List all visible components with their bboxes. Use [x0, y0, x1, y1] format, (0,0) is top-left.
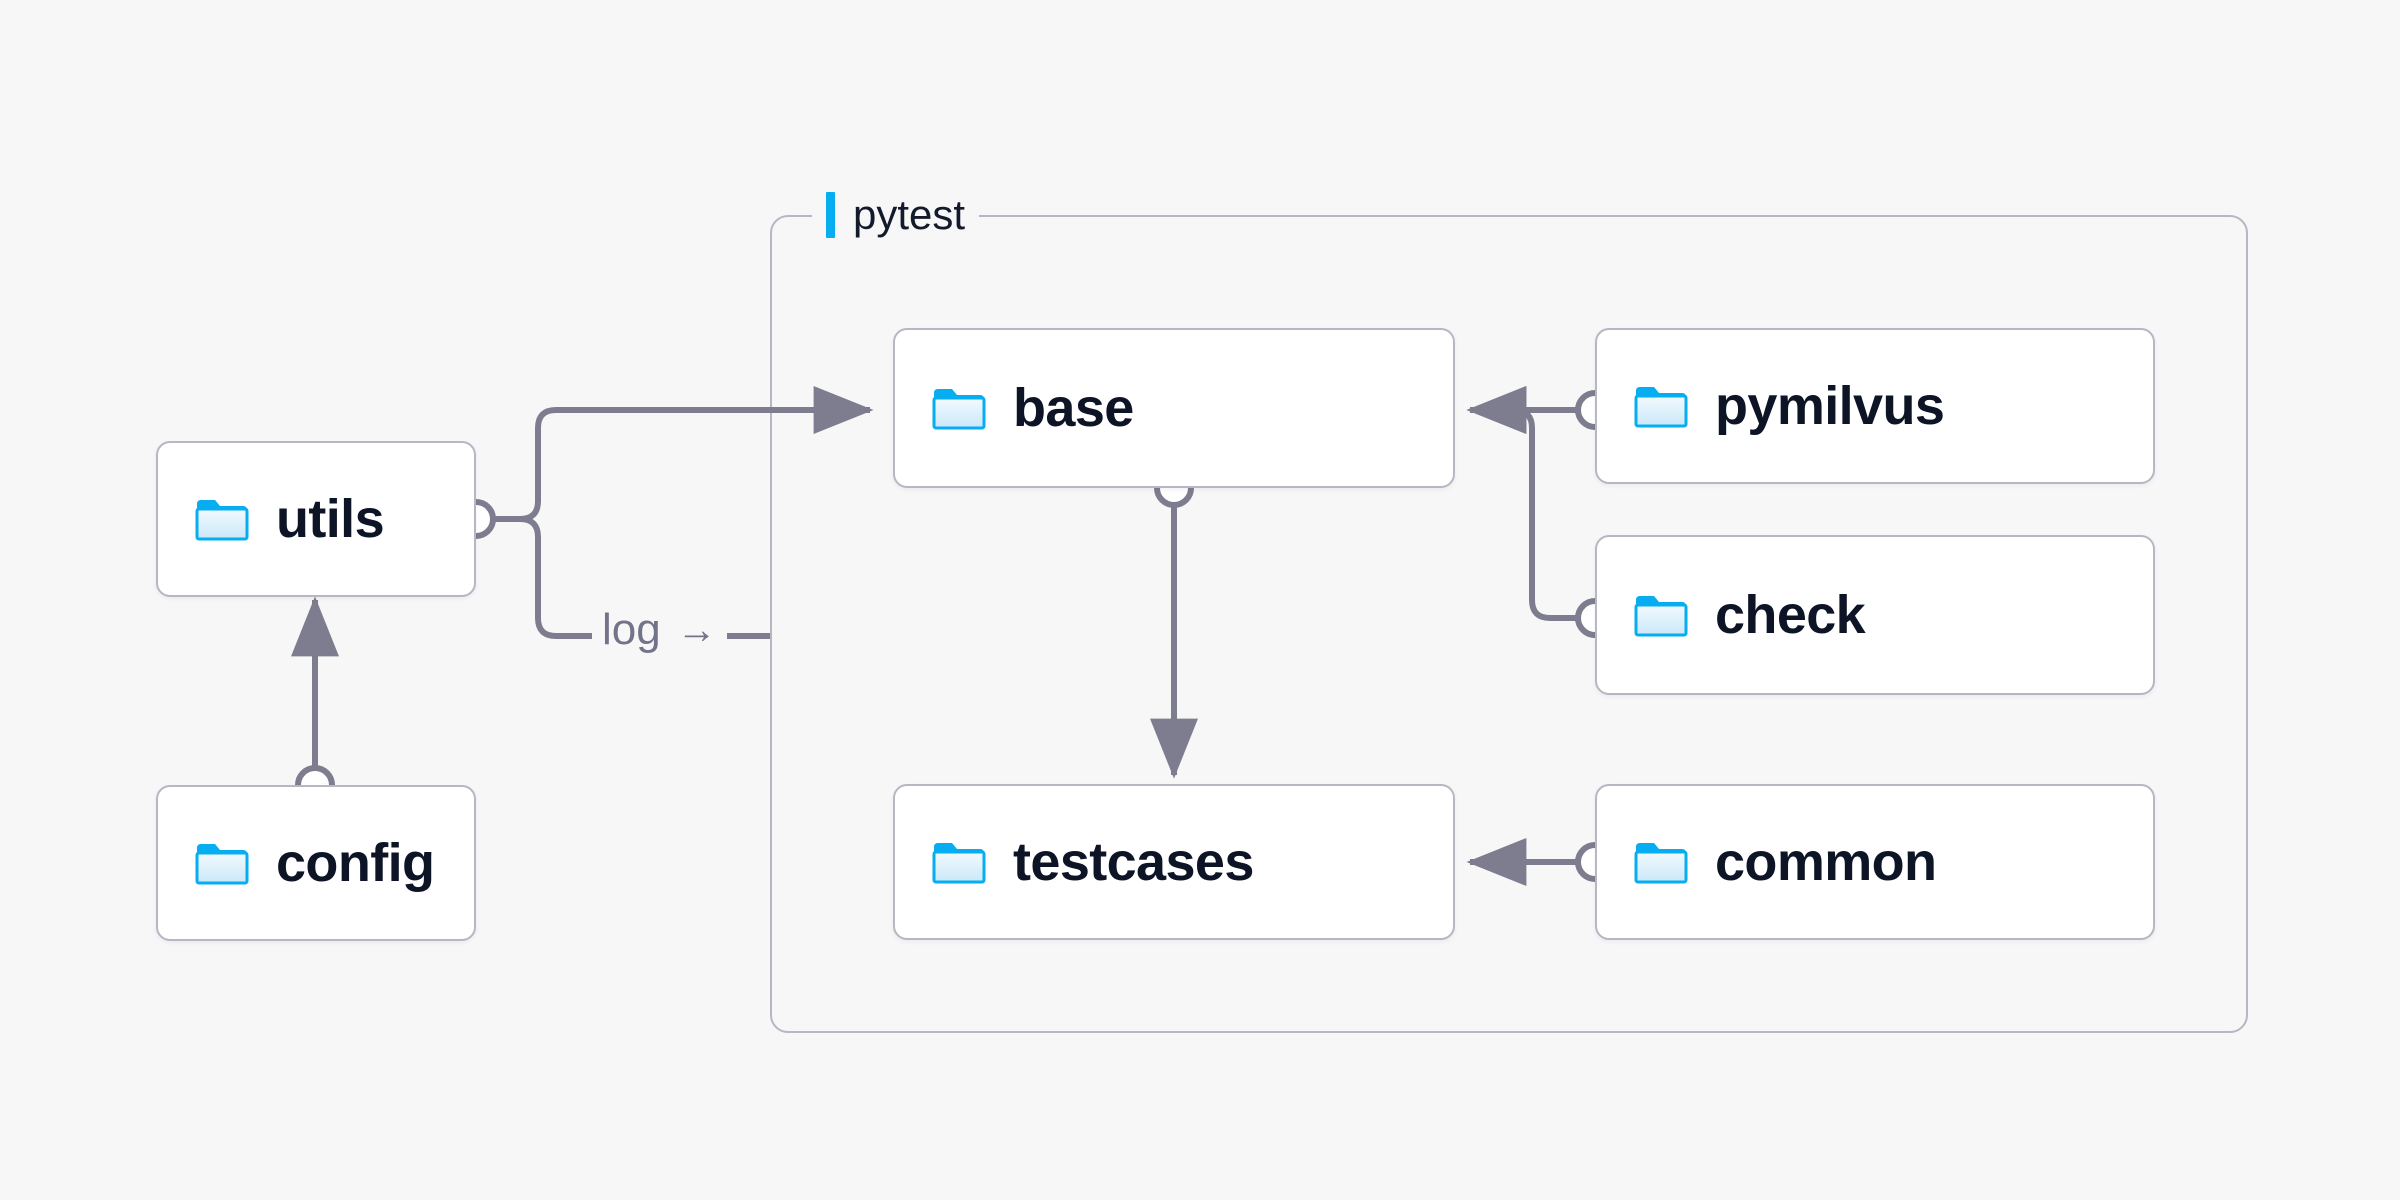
- group-pytest-label: pytest: [853, 191, 966, 238]
- node-config[interactable]: config: [156, 785, 476, 941]
- node-check[interactable]: check: [1595, 535, 2155, 695]
- edge-check-to-base: [1466, 386, 1582, 621]
- edge-config-to-utils: [291, 596, 339, 805]
- folder-icon: [195, 844, 249, 885]
- node-testcases-label: testcases: [1013, 832, 1254, 892]
- node-utils[interactable]: utils: [156, 441, 476, 597]
- node-base-label: base: [1013, 378, 1134, 438]
- group-pytest-title: pytest: [812, 186, 980, 244]
- node-check-label: check: [1715, 585, 1866, 645]
- edge-label-log-text: log: [602, 605, 661, 654]
- node-base[interactable]: base: [893, 328, 1455, 488]
- node-common-label: common: [1715, 832, 1937, 892]
- folder-icon: [932, 843, 986, 884]
- edge-utils-to-base: [489, 386, 874, 522]
- edge-label-log: log →: [592, 608, 727, 652]
- node-config-label: config: [276, 833, 435, 893]
- node-testcases[interactable]: testcases: [893, 784, 1455, 940]
- arrow-right-icon: →: [676, 608, 717, 652]
- node-pymilvus[interactable]: pymilvus: [1595, 328, 2155, 484]
- group-pytest: [770, 215, 2248, 1033]
- node-common[interactable]: common: [1595, 784, 2155, 940]
- node-pymilvus-label: pymilvus: [1715, 376, 1945, 436]
- node-utils-label: utils: [276, 489, 385, 549]
- folder-icon: [1634, 843, 1688, 884]
- folder-icon: [932, 389, 986, 430]
- edge-utils-to-pytest-log: [489, 516, 770, 639]
- folder-icon: [1634, 387, 1688, 428]
- accent-bar-icon: [826, 192, 835, 238]
- edge-common-to-testcases: [1466, 838, 1615, 886]
- edge-base-to-testcases: [1150, 468, 1198, 779]
- folder-icon: [1634, 596, 1688, 637]
- folder-icon: [195, 500, 249, 541]
